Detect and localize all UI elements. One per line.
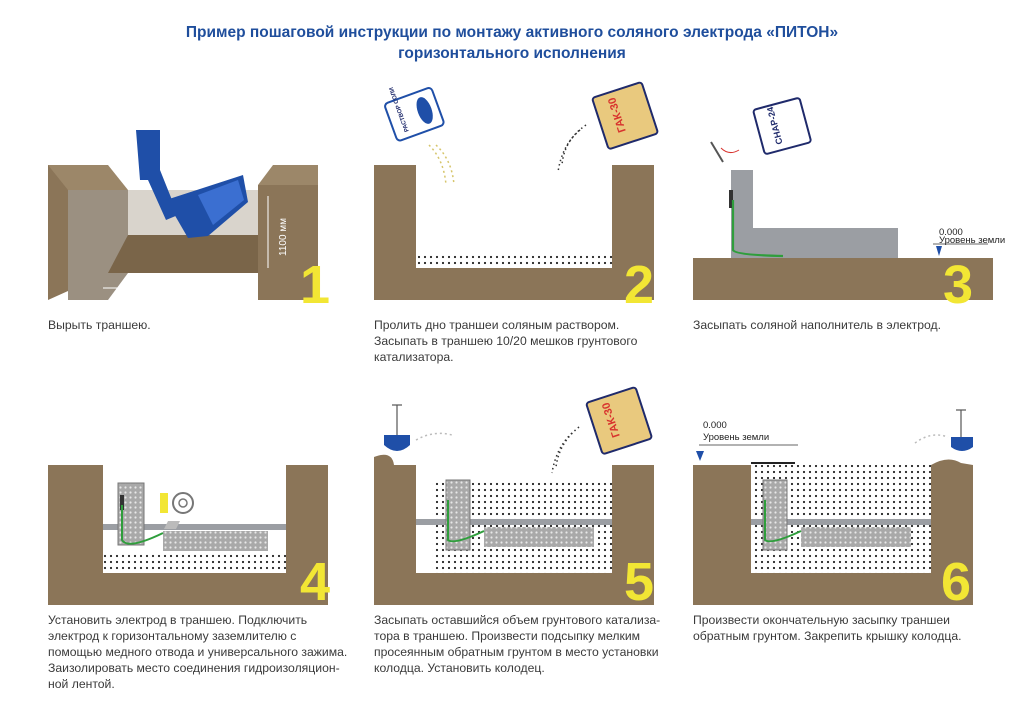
ground-value: 0.000: [703, 420, 727, 431]
step-5-illustration: ГАК-30 5: [374, 386, 674, 609]
page-title: Пример пошаговой инструкции по монтажу а…: [0, 22, 1024, 64]
ground-label: Уровень земли: [703, 432, 769, 443]
step-1-number: 1: [300, 255, 331, 315]
salt-solution-sack-icon: РАСТВОР СОЛИ: [384, 86, 445, 142]
clamp-tools-icon: [160, 492, 194, 529]
ground-value: 0.000: [939, 227, 963, 238]
dim-length-label: 3300/6300 мм: [148, 294, 212, 305]
shovel-icon: [951, 409, 973, 451]
step-6-illustration: 0.000 Уровень земли 6: [693, 409, 993, 609]
ground-label: Уровень земли: [939, 235, 1005, 246]
step-3-caption: Засыпать соляной наполнитель в электрод.: [693, 318, 942, 332]
step-4-illustration: 4: [48, 445, 348, 609]
step-1-caption: Вырыть траншею.: [48, 318, 151, 332]
step-2-illustration: РАСТВОР СОЛИ ГАК-30 2: [374, 81, 674, 312]
step-5-number: 5: [624, 552, 655, 612]
gak30-bag-icon: ГАК-30: [591, 81, 659, 150]
step-1-illustration: 400 мм 1100 мм 3300/6300 мм 1: [48, 130, 348, 312]
step-3-illustration: СНАР-24 0.000 Уровень земли 3: [693, 97, 1005, 312]
dim-depth-label: 1100 мм: [278, 218, 289, 256]
step-2-number: 2: [624, 255, 655, 315]
step-6-number: 6: [941, 552, 972, 612]
step-4-caption: Установить электрод в траншею. Подключит…: [48, 613, 348, 691]
step-2-caption: Пролить дно траншеи соляным раствором. З…: [374, 318, 638, 364]
step-3-number: 3: [943, 255, 974, 315]
step-5-caption: Засыпать оставшийся объем грунтового кат…: [374, 613, 661, 675]
step-6-caption: Произвести окончательную засыпку траншеи…: [693, 613, 962, 643]
snar24-bag-icon: СНАР-24: [752, 97, 812, 155]
shovel-icon: [384, 404, 410, 451]
excavator-icon: [136, 130, 248, 238]
step-4-number: 4: [300, 552, 331, 612]
gak30-bag-icon: ГАК-30: [585, 386, 653, 455]
page-title-line2: горизонтального исполнения: [398, 45, 626, 62]
dim-width-label: 400 мм: [94, 141, 128, 169]
page-title-line1: Пример пошаговой инструкции по монтажу а…: [185, 24, 839, 41]
